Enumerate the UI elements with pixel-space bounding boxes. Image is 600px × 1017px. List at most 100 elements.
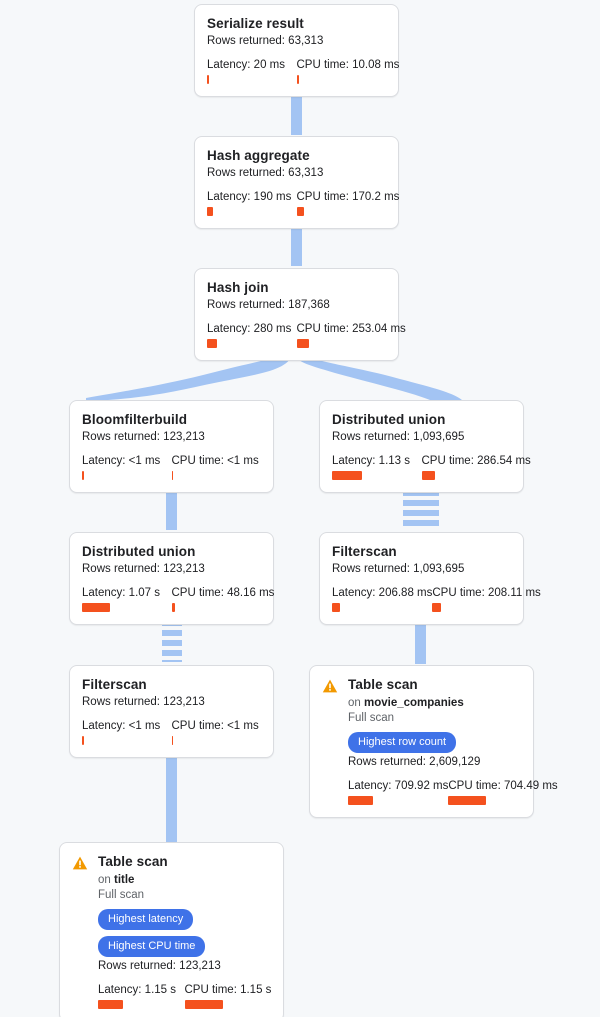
warning-triangle-icon — [322, 678, 338, 694]
node-header: Filterscan — [82, 676, 261, 693]
node-hash-join[interactable]: Hash join Rows returned: 187,368 Latency… — [194, 268, 406, 361]
latency-metric: Latency: 206.88 ms — [332, 586, 432, 612]
cpu-metric: CPU time: 286.54 ms — [421, 454, 531, 480]
node-title: Filterscan — [332, 544, 397, 559]
latency-metric: Latency: 1.13 s — [332, 454, 422, 480]
latency-bar — [207, 75, 209, 84]
cpu-metric: CPU time: 170.2 ms — [296, 190, 399, 216]
latency-label: Latency: 1.13 s — [332, 455, 410, 467]
latency-metric: Latency: 1.07 s — [82, 586, 172, 612]
latency-bar — [207, 207, 214, 216]
node-hash-aggregate[interactable]: Hash aggregate Rows returned: 63,313 Lat… — [194, 136, 399, 229]
table-name: movie_companies — [364, 697, 464, 709]
node-title: Table scan — [348, 677, 418, 692]
metrics-row: Latency: <1 ms CPU time: <1 ms — [82, 454, 261, 480]
latency-bar — [82, 471, 84, 480]
node-header: Filterscan — [332, 543, 511, 560]
node-table-scan-title[interactable]: Table scan on title Full scan Highest la… — [59, 842, 284, 1017]
rows-returned: Rows returned: 63,313 — [207, 167, 324, 179]
rows-returned: Rows returned: 123,213 — [82, 696, 205, 708]
node-serialize-result[interactable]: Serialize result Rows returned: 63,313 L… — [194, 4, 399, 97]
metrics-row: Latency: 1.15 s CPU time: 1.15 s — [98, 983, 271, 1009]
metrics-row: Latency: 709.92 ms CPU time: 704.49 ms — [348, 779, 558, 805]
latency-bar — [332, 471, 362, 480]
metrics-row: Latency: 1.07 s CPU time: 48.16 ms — [82, 586, 274, 612]
table-name: title — [114, 874, 135, 886]
cpu-label: CPU time: 10.08 ms — [296, 59, 400, 71]
node-title: Hash join — [207, 280, 269, 295]
scan-type: Full scan — [348, 712, 395, 724]
badge-highest-row-count[interactable]: Highest row count — [348, 732, 457, 753]
cpu-metric: CPU time: <1 ms — [171, 454, 262, 480]
node-title: Table scan — [98, 854, 168, 869]
cpu-bar — [421, 471, 435, 480]
cpu-bar — [448, 796, 486, 805]
metrics-row: Latency: 280 ms CPU time: 253.04 ms — [207, 322, 406, 348]
cpu-label: CPU time: 286.54 ms — [421, 455, 531, 467]
node-filterscan-right[interactable]: Filterscan Rows returned: 1,093,695 Late… — [319, 532, 541, 625]
badge-list: Highest latency Highest CPU time — [98, 909, 271, 957]
node-header: Table scan — [322, 676, 521, 694]
metrics-row: Latency: 206.88 ms CPU time: 208.11 ms — [332, 586, 541, 612]
cpu-bar — [432, 603, 442, 612]
node-table-scan-movie-companies[interactable]: Table scan on movie_companies Full scan … — [309, 665, 558, 818]
latency-label: Latency: 280 ms — [207, 323, 292, 335]
latency-label: Latency: <1 ms — [82, 455, 161, 467]
latency-label: Latency: 709.92 ms — [348, 780, 449, 792]
edge-filterscan-to-tablescan-left — [166, 747, 177, 842]
metrics-row: Latency: 1.13 s CPU time: 286.54 ms — [332, 454, 531, 480]
latency-bar — [82, 736, 84, 745]
node-header: Serialize result — [207, 15, 386, 32]
rows-returned: Rows returned: 2,609,129 — [348, 756, 481, 768]
cpu-metric: CPU time: 253.04 ms — [296, 322, 406, 348]
node-header: Distributed union — [332, 411, 511, 428]
latency-bar — [82, 603, 110, 612]
latency-metric: Latency: 280 ms — [207, 322, 297, 348]
latency-metric: Latency: 190 ms — [207, 190, 297, 216]
on-prefix: on — [348, 697, 364, 709]
latency-bar — [348, 796, 374, 805]
latency-label: Latency: 206.88 ms — [332, 587, 433, 599]
latency-label: Latency: 190 ms — [207, 191, 292, 203]
node-title: Hash aggregate — [207, 148, 310, 163]
latency-label: Latency: 1.07 s — [82, 587, 160, 599]
cpu-metric: CPU time: 48.16 ms — [171, 586, 275, 612]
latency-metric: Latency: <1 ms — [82, 719, 172, 745]
badge-highest-latency[interactable]: Highest latency — [98, 909, 194, 930]
rows-returned: Rows returned: 123,213 — [82, 431, 205, 443]
cpu-metric: CPU time: <1 ms — [171, 719, 262, 745]
node-distributed-union-left[interactable]: Distributed union Rows returned: 123,213… — [69, 532, 274, 625]
cpu-bar — [184, 1000, 223, 1009]
node-title: Filterscan — [82, 677, 147, 692]
rows-returned: Rows returned: 63,313 — [207, 35, 324, 47]
node-header: Distributed union — [82, 543, 261, 560]
latency-label: Latency: 1.15 s — [98, 984, 176, 996]
cpu-label: CPU time: 704.49 ms — [448, 780, 558, 792]
latency-bar — [207, 339, 217, 348]
cpu-bar — [171, 471, 174, 480]
cpu-bar — [171, 603, 175, 612]
cpu-metric: CPU time: 10.08 ms — [296, 58, 400, 84]
rows-returned: Rows returned: 1,093,695 — [332, 431, 465, 443]
warning-triangle-icon — [72, 855, 88, 871]
badge-highest-cpu-time[interactable]: Highest CPU time — [98, 936, 206, 957]
node-distributed-union-right[interactable]: Distributed union Rows returned: 1,093,6… — [319, 400, 531, 493]
node-bloomfilterbuild[interactable]: Bloomfilterbuild Rows returned: 123,213 … — [69, 400, 274, 493]
cpu-metric: CPU time: 208.11 ms — [432, 586, 541, 612]
cpu-label: CPU time: 208.11 ms — [432, 587, 541, 599]
rows-returned: Rows returned: 187,368 — [207, 299, 330, 311]
cpu-label: CPU time: <1 ms — [171, 455, 259, 467]
cpu-metric: CPU time: 704.49 ms — [448, 779, 558, 805]
metrics-row: Latency: <1 ms CPU time: <1 ms — [82, 719, 261, 745]
node-header: Hash join — [207, 279, 386, 296]
badge-list: Highest row count — [348, 732, 521, 753]
cpu-label: CPU time: 48.16 ms — [171, 587, 275, 599]
cpu-label: CPU time: 253.04 ms — [296, 323, 406, 335]
node-filterscan-left[interactable]: Filterscan Rows returned: 123,213 Latenc… — [69, 665, 274, 758]
cpu-bar — [296, 207, 304, 216]
latency-metric: Latency: <1 ms — [82, 454, 172, 480]
scan-type: Full scan — [98, 889, 145, 901]
latency-bar — [332, 603, 341, 612]
scan-target: on title — [98, 873, 271, 888]
